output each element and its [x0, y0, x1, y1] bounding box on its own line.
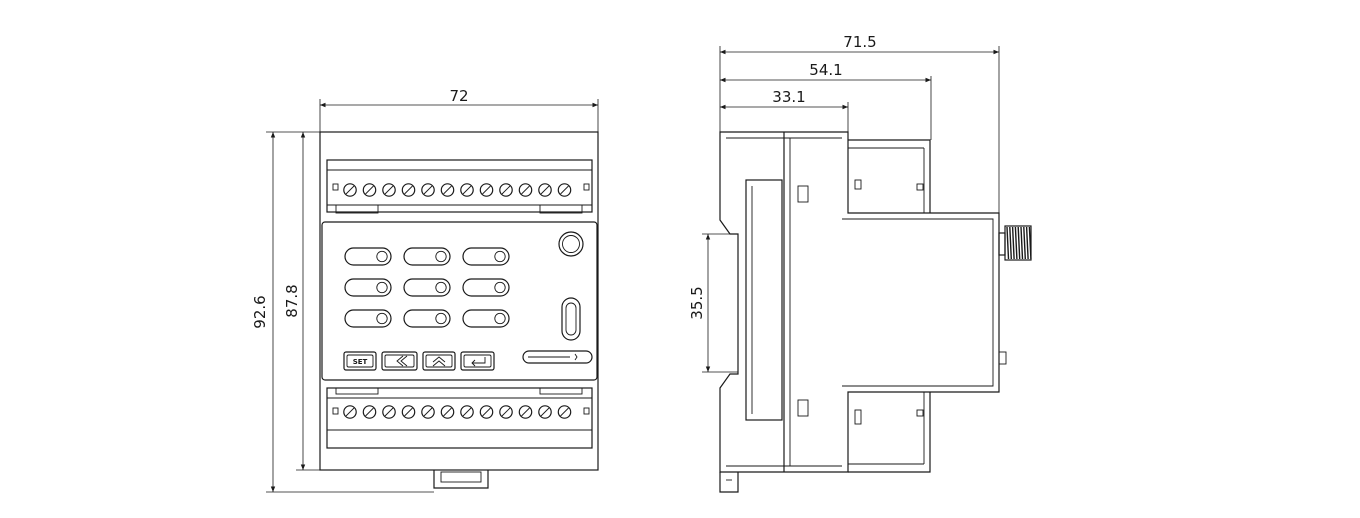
terminal-screw-icon	[421, 183, 435, 197]
terminal-screw-icon	[518, 183, 533, 197]
indicator-led-icon	[403, 278, 451, 297]
terminal-screw-icon	[557, 405, 572, 419]
front-depth-dimension-label: 33.1	[772, 88, 805, 106]
adjustment-knob-icon	[558, 231, 584, 257]
terminal-screw-icon	[343, 405, 357, 419]
terminal-screw-icon	[440, 183, 455, 197]
total-depth-dimension-label: 71.5	[843, 33, 876, 51]
indicator-led-icon	[344, 309, 392, 328]
enter-button[interactable]	[460, 351, 495, 371]
front-housing-outline	[319, 131, 599, 471]
double-chevron-up-icon	[432, 356, 446, 367]
indicator-led-icon	[462, 247, 510, 266]
enter-arrow-icon	[471, 357, 486, 367]
terminal-screw-icon	[557, 183, 572, 197]
set-button-label: SET	[353, 358, 368, 366]
front-view: SET	[251, 87, 599, 493]
mid-depth-dimension-label: 54.1	[809, 61, 842, 79]
bottom-terminal-block	[326, 387, 593, 449]
total-height-dimension-label: 92.6	[251, 295, 269, 328]
set-button[interactable]: SET	[343, 351, 377, 371]
front-shroud	[745, 179, 783, 421]
indicator-led-icon	[344, 247, 392, 266]
side-din-clip	[719, 472, 739, 493]
antenna-connector-icon	[998, 225, 1032, 261]
indicator-grid	[344, 247, 510, 328]
terminal-screw-icon	[460, 405, 474, 419]
indicator-led-icon	[462, 278, 510, 297]
side-view: 71.5 54.1 33.1 35.5	[688, 33, 1032, 493]
width-dimension-label: 72	[449, 87, 468, 105]
terminal-screw-icon	[499, 405, 513, 419]
terminal-screw-icon	[518, 405, 533, 419]
side-bottom-terminal	[848, 392, 931, 473]
indicator-led-icon	[403, 309, 451, 328]
indicator-led-icon	[462, 309, 510, 328]
bottom-terminal-screws	[343, 405, 572, 419]
terminal-screw-icon	[362, 183, 377, 197]
terminal-screw-icon	[499, 183, 513, 197]
side-top-terminal	[848, 139, 931, 213]
terminal-screw-icon	[460, 183, 474, 197]
terminal-screw-icon	[362, 405, 377, 419]
top-terminal-block	[326, 159, 593, 213]
terminal-screw-icon	[421, 405, 435, 419]
terminal-screw-icon	[538, 183, 552, 197]
terminal-screw-icon	[479, 183, 494, 197]
left-button[interactable]	[381, 351, 418, 371]
top-terminal-screws	[343, 183, 572, 197]
side-housing-outline	[719, 131, 1000, 473]
indicator-led-icon	[403, 247, 451, 266]
terminal-screw-icon	[401, 405, 416, 419]
terminal-screw-icon	[538, 405, 552, 419]
terminal-screw-icon	[382, 183, 396, 197]
status-bar-indicator	[522, 350, 593, 364]
terminal-screw-icon	[440, 405, 455, 419]
terminal-screw-icon	[401, 183, 416, 197]
terminal-screw-icon	[343, 183, 357, 197]
indicator-led-icon	[344, 278, 392, 297]
body-height-dimension-label: 87.8	[283, 284, 301, 317]
double-chevron-left-icon	[396, 355, 408, 367]
front-control-panel	[321, 221, 598, 381]
up-button[interactable]	[422, 351, 456, 371]
terminal-screw-icon	[382, 405, 396, 419]
din-clip-tab	[433, 470, 489, 489]
vertical-slot	[561, 297, 581, 341]
terminal-screw-icon	[479, 405, 494, 419]
rail-height-dimension-label: 35.5	[688, 286, 706, 319]
